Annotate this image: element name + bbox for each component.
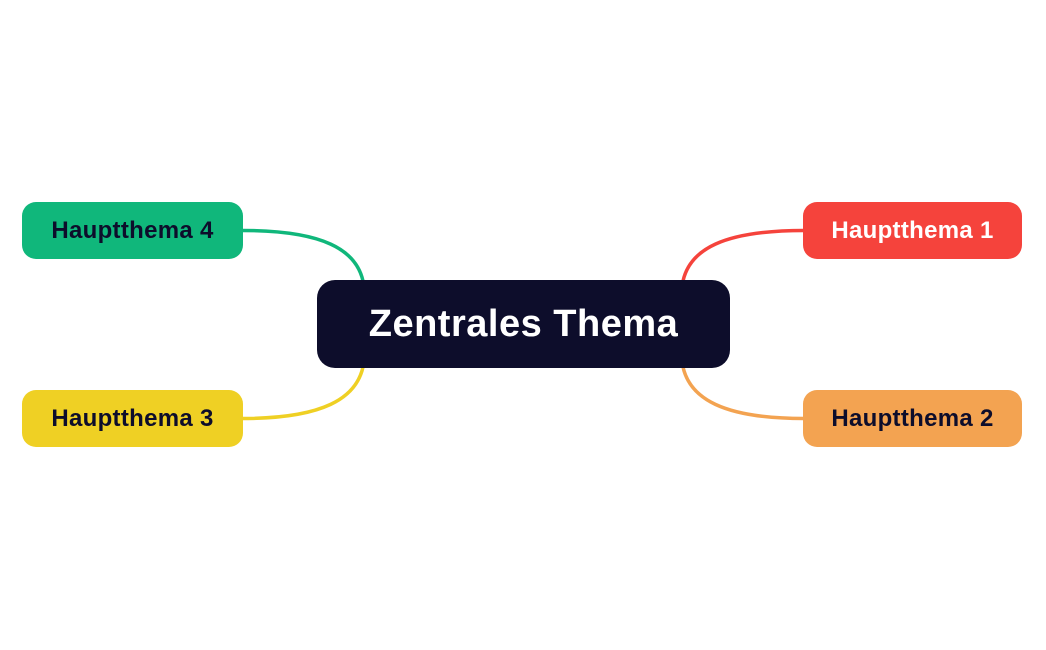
branch-label-hauptthema-1: Hauptthema 1 (831, 216, 994, 244)
branch-label-hauptthema-2: Hauptthema 2 (831, 404, 994, 432)
branch-label-hauptthema-4: Hauptthema 4 (51, 216, 214, 244)
connector-hauptthema-4 (240, 228, 365, 283)
branch-node-hauptthema-2[interactable]: Hauptthema 2 (803, 390, 1022, 447)
central-topic-node[interactable]: Zentrales Thema (317, 280, 730, 368)
connector-hauptthema-1 (681, 228, 806, 283)
connector-hauptthema-2 (681, 365, 806, 421)
branch-node-hauptthema-1[interactable]: Hauptthema 1 (803, 202, 1022, 259)
branch-label-hauptthema-3: Hauptthema 3 (51, 404, 214, 432)
connector-hauptthema-3 (240, 365, 365, 421)
central-topic-label: Zentrales Thema (368, 302, 679, 345)
branch-node-hauptthema-3[interactable]: Hauptthema 3 (22, 390, 243, 447)
branch-node-hauptthema-4[interactable]: Hauptthema 4 (22, 202, 243, 259)
